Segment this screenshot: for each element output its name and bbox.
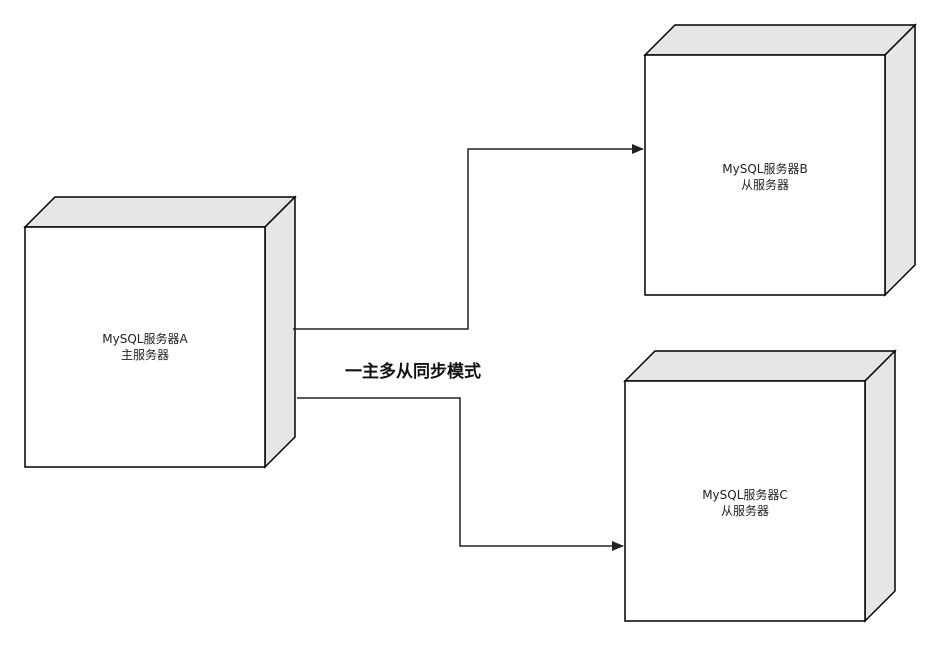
node-server-c-top-face bbox=[623, 350, 897, 382]
node-server-a-front-face bbox=[24, 226, 266, 468]
connector-a-to-c[interactable] bbox=[297, 397, 624, 551]
node-server-b-name: MySQL服务器B bbox=[722, 162, 808, 176]
node-server-b-label: MySQL服务器B 从服务器 bbox=[645, 161, 885, 193]
node-server-c-role: 从服务器 bbox=[720, 504, 769, 518]
node-server-b-front-face bbox=[644, 54, 886, 296]
node-server-b-top-face bbox=[643, 24, 917, 56]
node-server-a-top-face bbox=[23, 196, 297, 228]
node-server-c-side-face bbox=[864, 349, 896, 623]
node-server-a-label: MySQL服务器A 主服务器 bbox=[25, 331, 265, 363]
node-server-a-role: 主服务器 bbox=[120, 348, 169, 362]
node-server-a-side-face bbox=[264, 195, 296, 469]
connector-a-to-b[interactable] bbox=[293, 144, 644, 330]
node-server-c-label: MySQL服务器C 从服务器 bbox=[625, 487, 865, 519]
node-server-a[interactable] bbox=[23, 195, 297, 469]
diagram-caption: 一主多从同步模式 bbox=[345, 362, 481, 382]
node-server-b[interactable] bbox=[643, 23, 917, 297]
node-server-c[interactable] bbox=[623, 349, 897, 623]
node-server-b-side-face bbox=[884, 23, 916, 297]
node-server-c-name: MySQL服务器C bbox=[702, 488, 788, 502]
node-server-b-role: 从服务器 bbox=[740, 178, 789, 192]
node-server-c-front-face bbox=[624, 380, 866, 622]
node-server-a-name: MySQL服务器A bbox=[102, 332, 188, 346]
